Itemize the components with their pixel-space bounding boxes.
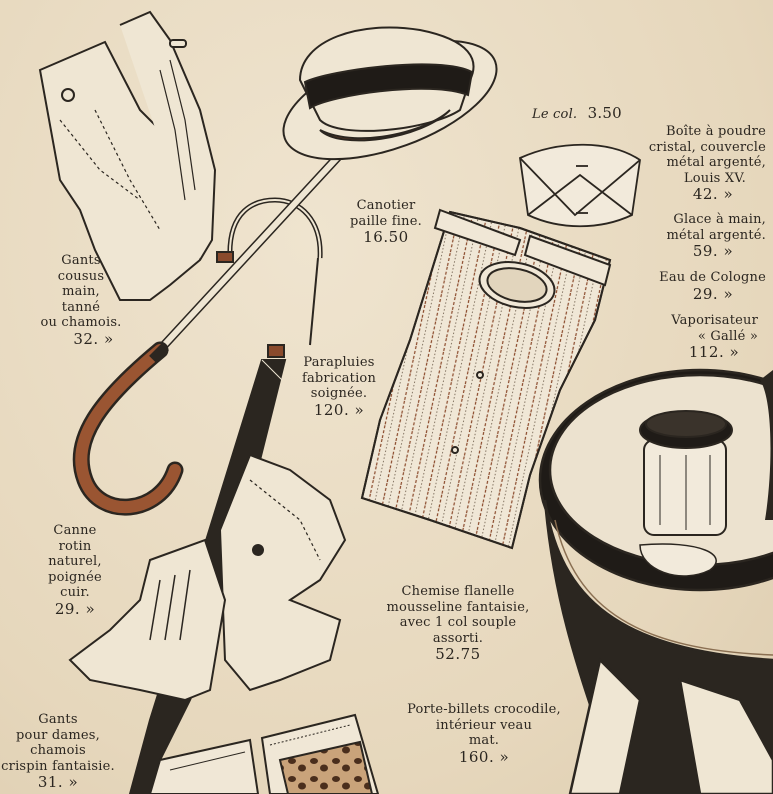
umbrellas-line-2: fabrication — [301, 370, 377, 386]
shirt-caption: Chemise flanelle mousseline fantaisie, a… — [378, 584, 538, 663]
cane-line-2: rotin — [58, 538, 92, 554]
wallet-price: 160. » — [458, 747, 510, 766]
shirt-line-1: Chemise flanelle — [401, 584, 515, 599]
atomizer-caption: Vaporisateur « Gallé » 112. » — [640, 313, 758, 361]
cane-line-4: poignée — [48, 569, 102, 585]
women-gloves-line-2: pour dames, — [16, 727, 100, 743]
women-gloves-caption: Gants pour dames, chamois crispin fantai… — [0, 712, 116, 791]
women-gloves-illustration — [68, 453, 347, 702]
women-gloves-price: 31. » — [37, 773, 79, 791]
shirt-price: 52.75 — [435, 645, 481, 663]
men-gloves-caption: Gants cousus main, tanné ou chamois. 32.… — [26, 253, 136, 347]
men-gloves-line-3: main, — [62, 284, 100, 299]
powder-box-line-2: cristal, couvercle — [648, 139, 766, 155]
men-gloves-line-2: cousus — [57, 268, 105, 284]
shirt-line-4: assorti. — [432, 630, 484, 646]
shirt-line-3: avec 1 col souple — [399, 615, 517, 630]
wallet-line-1: Porte-billets crocodile, — [407, 702, 561, 717]
cane-caption: Canne rotin naturel, poignée cuir. 29. » — [30, 523, 120, 617]
cane-line-5: cuir. — [60, 585, 90, 600]
collar-price: 3.50 — [587, 104, 622, 122]
men-gloves-illustration — [38, 10, 217, 301]
umbrellas-line-3: soignée. — [310, 386, 368, 401]
men-gloves-price: 32. » — [73, 329, 114, 348]
cologne-caption: Eau de Cologne 29. » — [640, 270, 766, 302]
collar-caption: Le col. 3.50 — [532, 104, 622, 123]
boater-caption: Canotier paille fine. 16.50 — [336, 198, 436, 246]
powder-box-price: 42. » — [692, 185, 734, 203]
women-gloves-line-4: crispin fantaisie. — [1, 758, 115, 774]
wallet-line-3: mat. — [468, 733, 500, 748]
women-gloves-line-1: Gants — [38, 712, 78, 727]
powder-box-line-4: Louis XV. — [683, 170, 746, 186]
wallet-line-2: intérieur veau — [435, 717, 533, 733]
wallet-caption: Porte-billets crocodile, intérieur veau … — [394, 702, 574, 765]
cologne-line-1: Eau de Cologne — [659, 270, 766, 285]
hand-mirror-caption: Glace à main, métal argenté. 59. » — [640, 212, 766, 260]
cologne-jar-illustration — [639, 410, 733, 536]
atomizer-line-2: « Gallé » — [697, 328, 758, 344]
collar-illustration — [519, 143, 641, 228]
powder-box-caption: Boîte à poudre cristal, couvercle métal … — [640, 124, 766, 203]
powder-box-line-1: Boîte à poudre — [665, 124, 766, 139]
cane-line-3: naturel, — [48, 554, 102, 569]
shirt-illustration — [360, 208, 612, 550]
cane-price: 29. » — [54, 599, 96, 618]
wallet-illustration — [148, 713, 380, 794]
hand-mirror-illustration — [639, 370, 773, 577]
women-gloves-line-3: chamois — [30, 743, 86, 758]
umbrellas-price: 120. » — [313, 400, 365, 419]
umbrellas-caption: Parapluies fabrication soignée. 120. » — [294, 355, 384, 418]
collar-label: Le col. — [532, 107, 578, 122]
hand-mirror-line-2: métal argenté. — [666, 227, 766, 243]
boater-hat-illustration — [282, 26, 498, 161]
men-gloves-line-1: Gants — [61, 253, 101, 268]
hand-mirror-price: 59. » — [692, 242, 734, 260]
powder-box-line-3: métal argenté, — [666, 155, 766, 170]
boater-line-2: paille fine. — [350, 213, 422, 229]
boater-price: 16.50 — [363, 228, 409, 246]
men-gloves-line-4: tanné — [61, 299, 101, 315]
umbrellas-line-1: Parapluies — [303, 355, 375, 370]
cologne-price: 29. » — [692, 284, 734, 303]
atomizer-line-1: Vaporisateur — [671, 313, 758, 328]
men-gloves-line-5: ou chamois. — [40, 315, 122, 330]
atomizer-price: 112. » — [688, 343, 740, 361]
hand-mirror-line-1: Glace à main, — [673, 212, 766, 227]
shirt-line-2: mousseline fantaisie, — [386, 599, 530, 615]
cane-line-1: Canne — [53, 523, 97, 538]
boater-line-1: Canotier — [356, 198, 416, 213]
